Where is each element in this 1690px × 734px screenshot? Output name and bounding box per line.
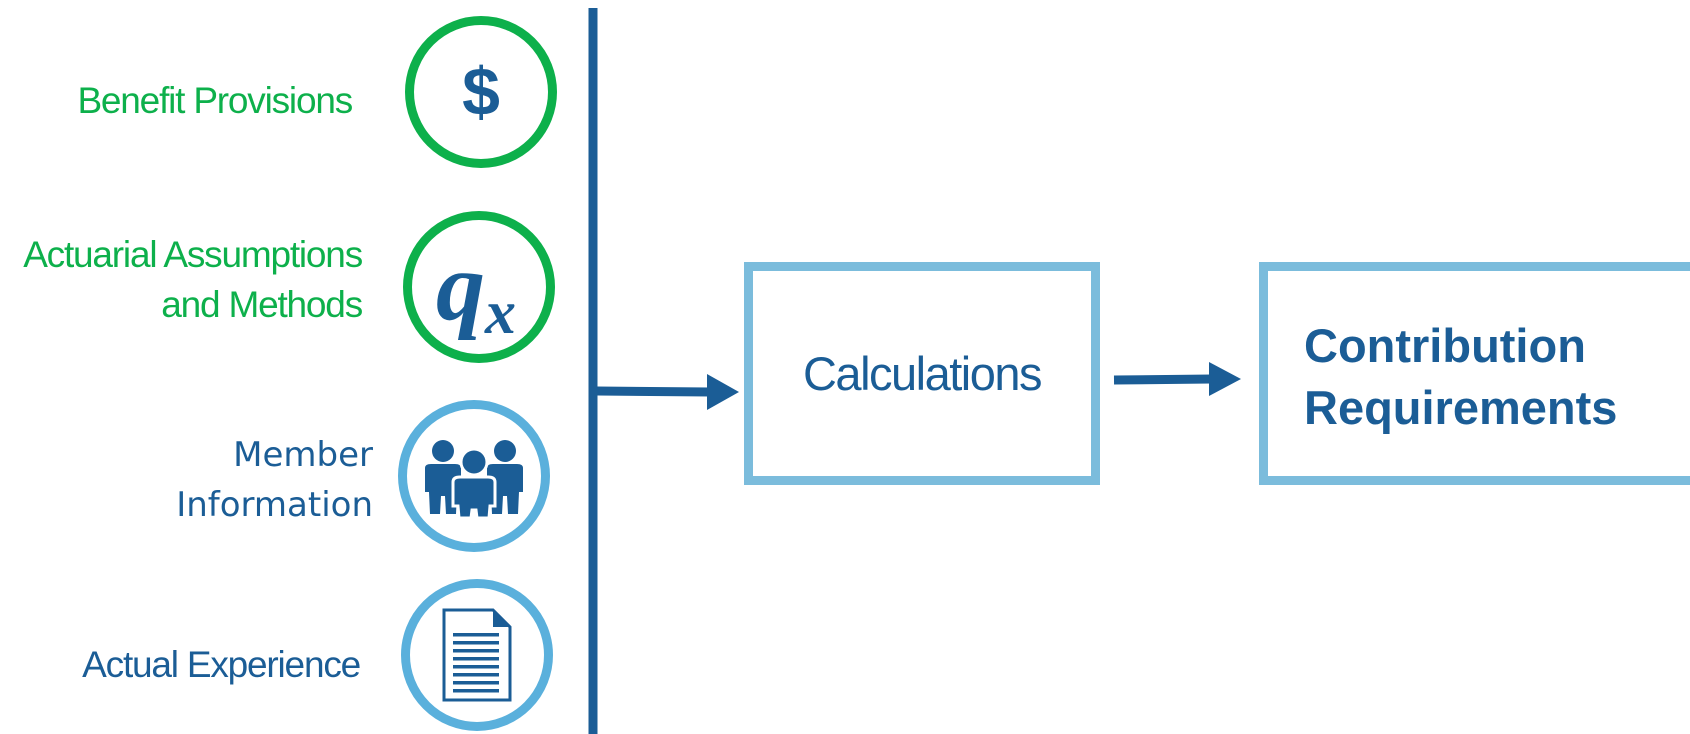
contribution-requirements-box: Contribution Requirements	[1259, 262, 1690, 485]
label-member-information: Member Information	[176, 430, 373, 530]
actuarial-assumptions-circle: qx	[403, 211, 555, 363]
people-icon	[425, 440, 523, 518]
label-line: and Methods	[161, 284, 363, 325]
label-line: Information	[176, 485, 373, 525]
qx-q: q	[436, 233, 485, 341]
calculations-box: Calculations	[744, 262, 1100, 485]
label-line: Benefit Provisions	[77, 80, 353, 121]
member-information-circle	[398, 400, 550, 552]
label-actuarial-assumptions: Actuarial Assumptions and Methods	[23, 230, 363, 330]
calculations-label: Calculations	[802, 347, 1043, 400]
arrow-to-contribution-shaft	[1113, 374, 1213, 385]
contribution-requirements-label: Contribution Requirements	[1304, 315, 1617, 439]
label-benefit-provisions: Benefit Provisions	[77, 76, 353, 126]
qx-icon: qx	[436, 238, 516, 344]
arrow-to-contribution-head	[1209, 362, 1241, 396]
arrow-to-calculations-head	[707, 374, 739, 410]
requirements-line: Requirements	[1304, 381, 1618, 434]
label-line: Actual Experience	[82, 644, 361, 685]
label-actual-experience: Actual Experience	[82, 640, 361, 690]
qx-x: x	[485, 279, 516, 347]
document-icon	[442, 608, 512, 702]
arrow-to-calculations-shaft	[596, 386, 711, 397]
benefit-provisions-circle: $	[405, 16, 557, 168]
dollar-icon: $	[462, 54, 500, 130]
actual-experience-circle	[401, 579, 553, 731]
contribution-line: Contribution	[1304, 319, 1586, 372]
label-line: Actuarial Assumptions	[23, 234, 363, 275]
label-line: Member	[233, 435, 373, 475]
